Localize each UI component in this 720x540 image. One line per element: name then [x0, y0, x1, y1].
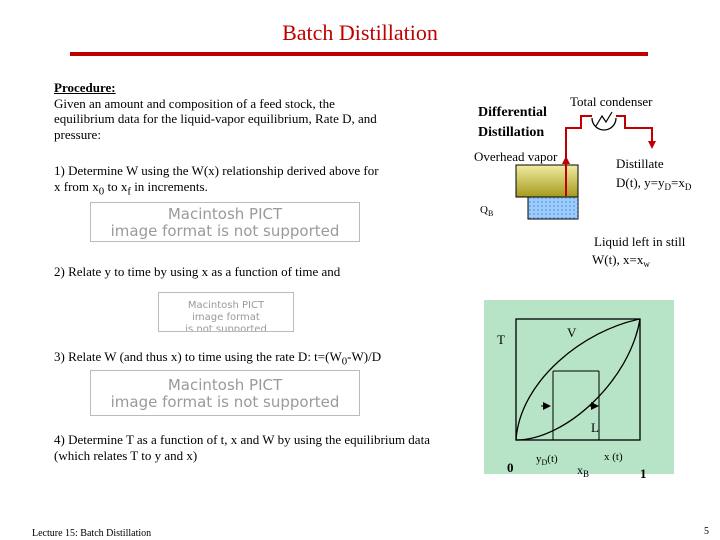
heat-sub: B: [488, 209, 493, 218]
xb-axis-label: xB: [577, 463, 589, 479]
axis-one-label: 1: [640, 466, 647, 481]
liquid-label-2: W(t), x=xw: [592, 252, 650, 269]
still-vessel: [515, 164, 579, 198]
distillate-line: [616, 115, 656, 149]
distillate-label-2: D(t), y=yD=xD: [616, 175, 692, 192]
liquid-sub: w: [643, 259, 650, 269]
pict-1-line-2b: is not supported: [216, 222, 340, 240]
title-divider: [70, 52, 648, 56]
diagram-title-line-1: Differential: [478, 105, 547, 120]
pict-2-line-1: Macintosh PICT: [187, 300, 265, 311]
step-1-text-a: x from x: [54, 178, 99, 194]
yd-axis-label: yD(t): [536, 453, 558, 467]
pict-2-line-3: is not supported: [185, 324, 267, 332]
step-3: 3) Relate W (and thus x) to time using t…: [54, 349, 434, 370]
pict-placeholder-2: Macintosh PICT image format is not suppo…: [158, 292, 294, 332]
diagram-title-line-2: Distillation: [478, 125, 544, 140]
footer-lecture: Lecture 15: Batch Distillation: [32, 528, 152, 539]
overhead-vapor-label: Overhead vapor: [474, 149, 558, 164]
xb-x: x: [577, 463, 583, 477]
liquid-label-1: Liquid left in still: [594, 234, 686, 249]
procedure-body: Given an amount and composition of a fee…: [54, 95, 377, 142]
yd-suffix: (t): [547, 453, 558, 465]
vapor-line: [565, 115, 592, 196]
liquid-region-label: L: [591, 420, 599, 435]
step-1: 1) Determine W using the W(x) relationsh…: [54, 163, 414, 200]
step-1-sub-f: f: [127, 185, 131, 198]
step-3-text-a: 3) Relate W (and thus x) to time using t…: [54, 349, 342, 364]
distillate-sub-2: D: [685, 182, 692, 192]
condenser-icon: [591, 111, 617, 131]
xb-sub: B: [583, 469, 589, 479]
step-1-line-2: x from x0 to xf in increments.: [54, 179, 414, 200]
pict-3-line-1: Macintosh PICT: [167, 376, 283, 394]
distillate-sub-1: D: [665, 182, 672, 192]
yd-sub: D: [542, 458, 548, 467]
procedure-block: Procedure: Given an amount and compositi…: [54, 80, 384, 142]
distillate-text-b: =x: [671, 175, 685, 190]
pict-placeholder-1: Macintosh PICT image format is not suppo…: [90, 202, 360, 242]
liquid-text: W(t), x=x: [592, 252, 644, 267]
step-1-line-1: 1) Determine W using the W(x) relationsh…: [54, 163, 379, 178]
heat-q: Q: [480, 204, 488, 216]
t-axis-label: T: [497, 332, 505, 347]
step-1-text-b: to x: [104, 178, 128, 194]
page-title: Batch Distillation: [282, 20, 438, 45]
pict-placeholder-3: Macintosh PICT image format is not suppo…: [90, 370, 360, 416]
step-3-text-b: -W)/D: [347, 349, 382, 364]
pict-3-line-2: image format is not supported: [91, 394, 359, 411]
step-2: 2) Relate y to time by using x as a func…: [54, 264, 341, 279]
step-1-text-c: in increments.: [130, 178, 208, 194]
pict-1-line-2a: image format: [110, 222, 213, 240]
pict-2-line-2: image format: [192, 312, 260, 323]
heater-texture: [528, 197, 578, 219]
xt-axis-label: x (t): [604, 451, 623, 463]
distillate-text-a: D(t), y=y: [616, 175, 665, 190]
pict-1-line-1: Macintosh PICT: [167, 205, 283, 223]
axis-zero-label: 0: [507, 460, 514, 475]
heat-label: QB: [480, 204, 493, 218]
vapor-region-label: V: [567, 325, 577, 340]
step-1-sub-0: 0: [98, 185, 105, 198]
pict-3-line-2a: image format: [110, 393, 213, 411]
step-3-sub: 0: [341, 355, 348, 368]
yd-y: y: [536, 453, 542, 465]
condenser-label: Total condenser: [570, 94, 653, 109]
pict-3-line-2b: is not supported: [216, 393, 340, 411]
dew-point-curve: [515, 318, 641, 441]
page-number: 5: [704, 526, 709, 537]
phase-plot-frame: [515, 318, 641, 441]
step-4: 4) Determine T as a function of t, x and…: [54, 432, 430, 463]
pict-1-line-2: image format is not supported: [91, 223, 359, 240]
procedure-heading: Procedure:: [54, 80, 116, 95]
distillate-label-1: Distillate: [616, 156, 664, 171]
